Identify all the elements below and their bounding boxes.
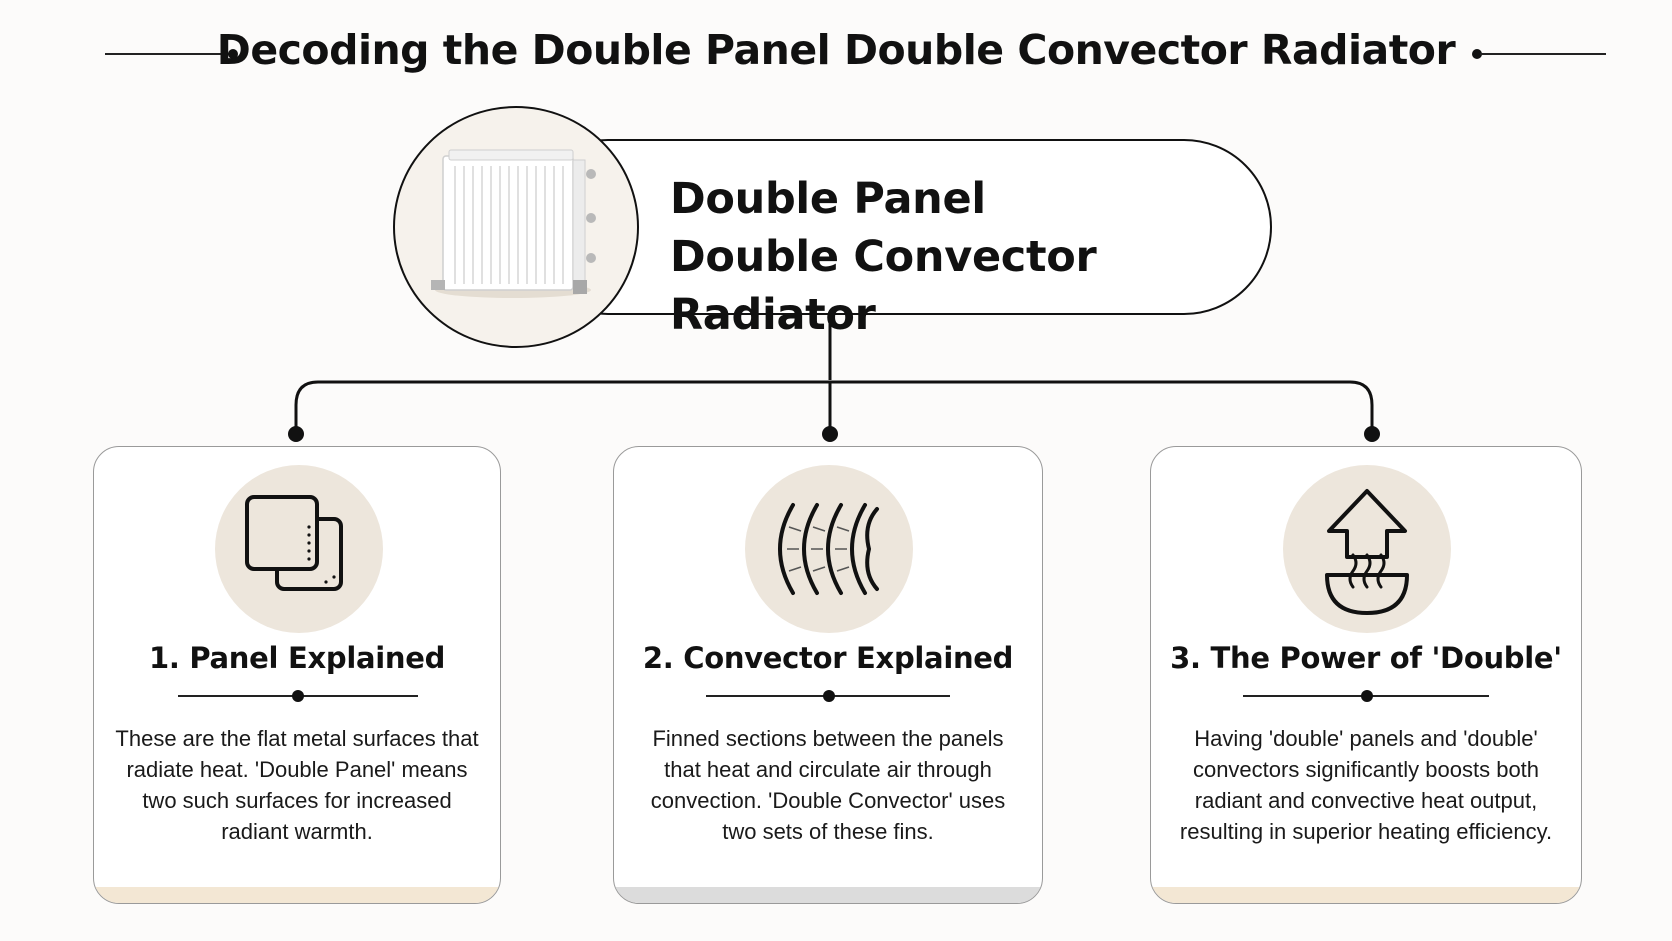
heat-rising-icon: [1325, 489, 1409, 615]
card-divider-dot: [1361, 690, 1373, 702]
card-divider-dot: [292, 690, 304, 702]
card-title: 2. Convector Explained: [642, 641, 1014, 675]
hero-title-line1: Double Panel: [670, 174, 986, 224]
card-icon-circle: [215, 465, 383, 633]
card-icon-circle: [745, 465, 913, 633]
title-right-line: [1480, 53, 1606, 55]
title-right-dot: [1472, 49, 1482, 59]
title-left-line: [105, 53, 233, 55]
card-title: 3. The Power of 'Double': [1170, 641, 1562, 675]
card-accent-strip: [614, 887, 1042, 903]
radiator-image: [393, 106, 639, 348]
hero-title: Double Panel Double Convector Radiator: [670, 170, 1260, 344]
card-accent-strip: [94, 887, 500, 903]
page-title: Decoding the Double Panel Double Convect…: [216, 26, 1456, 74]
title-left-dot: [228, 49, 238, 59]
hero-title-pill: [520, 139, 1272, 315]
radiator-icon: [431, 149, 596, 298]
card-power-of-double: 3. The Power of 'Double' Having 'double'…: [1150, 446, 1582, 904]
card-description: Finned sections between the panels that …: [650, 726, 1006, 844]
double-panel-icon: [245, 495, 343, 591]
card-icon-circle: [1283, 465, 1451, 633]
title-row: Decoding the Double Panel Double Convect…: [0, 18, 1672, 88]
convector-fins-icon: [778, 503, 879, 595]
card-divider-dot: [823, 690, 835, 702]
card-panel-explained: 1. Panel Explained These are the flat me…: [93, 446, 501, 904]
card-description: Having 'double' panels and 'double' conv…: [1179, 726, 1553, 844]
hero-title-line2: Double Convector Radiator: [670, 232, 1097, 340]
card-description: These are the flat metal surfaces that r…: [115, 726, 479, 844]
card-title: 1. Panel Explained: [148, 641, 446, 675]
card-convector-explained: 2. Convector Explained Finned sections b…: [613, 446, 1043, 904]
card-accent-strip: [1151, 887, 1581, 903]
